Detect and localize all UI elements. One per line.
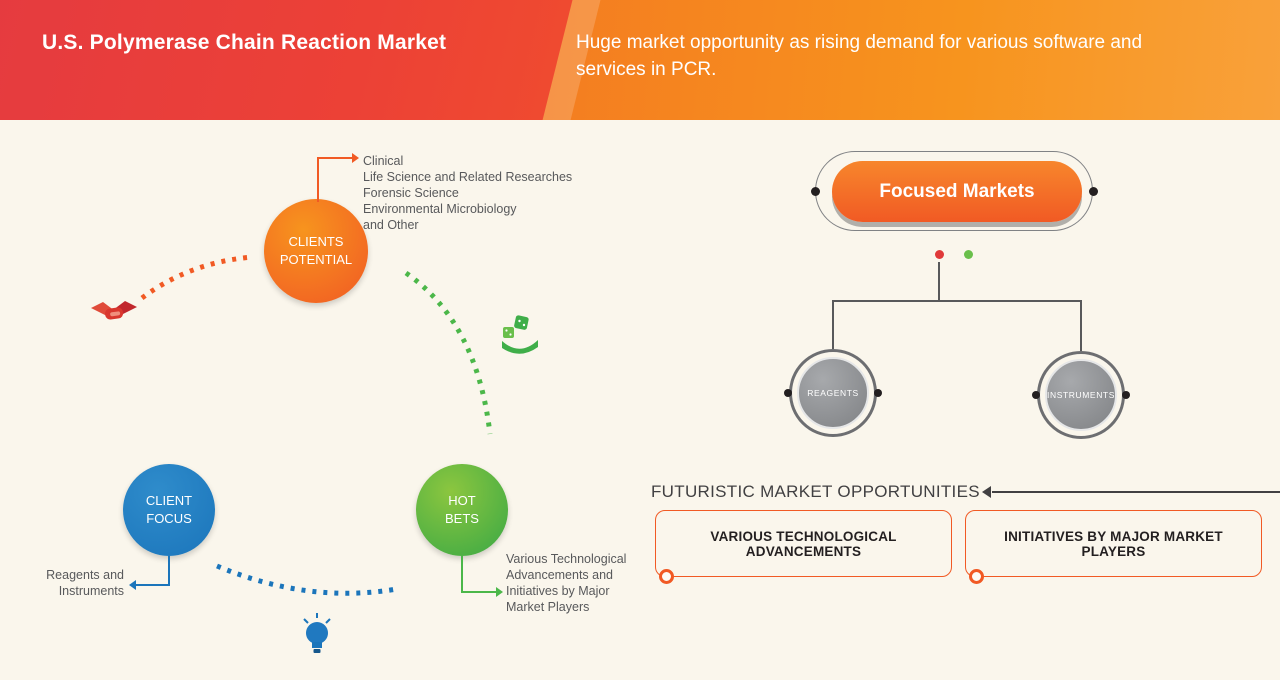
page-title: U.S. Polymerase Chain Reaction Market — [42, 31, 447, 54]
list-item: Environmental Microbiology — [363, 202, 517, 216]
tree-right-drop-line — [1080, 300, 1082, 351]
outline-dot-left — [811, 187, 820, 196]
reagents-circle: REAGENTS — [797, 357, 869, 429]
client-focus-note: Reagents and Instruments — [46, 568, 124, 598]
clients-connector-horizontal — [317, 157, 353, 159]
reagents-node: REAGENTS — [784, 349, 882, 437]
opportunities-heading: FUTURISTIC MARKET OPPORTUNITIES — [651, 482, 980, 501]
bets-connector-arrow — [496, 587, 503, 597]
node-dot-right — [1122, 391, 1130, 399]
client-focus-circle: CLIENT FOCUS — [123, 464, 215, 556]
list-item: and Other — [363, 218, 419, 232]
node-dot-right — [874, 389, 882, 397]
opportunity-box-1-label: VARIOUS TECHNOLOGICAL ADVANCEMENTS — [710, 528, 897, 559]
opportunity-box-1: VARIOUS TECHNOLOGICAL ADVANCEMENTS — [655, 510, 952, 577]
list-item: Life Science and Related Researches — [363, 170, 573, 184]
focus-connector-vertical — [168, 556, 170, 586]
arc-green — [404, 270, 493, 435]
header-banner: U.S. Polymerase Chain Reaction Market Hu… — [0, 0, 1280, 120]
opportunity-box-2-ring — [969, 569, 984, 584]
arc-blue — [216, 563, 398, 596]
instruments-circle: INSTRUMENTS — [1045, 359, 1117, 431]
hot-bets-circle: HOT BETS — [416, 464, 508, 556]
clients-potential-circle: CLIENTS POTENTIAL — [264, 199, 368, 303]
tree-stem-line — [938, 262, 940, 300]
page-subtitle: Huge market opportunity as rising demand… — [576, 32, 1143, 80]
node-dot-left — [784, 389, 792, 397]
dice-in-hand-icon — [500, 315, 540, 362]
instruments-node: INSTRUMENTS — [1032, 351, 1130, 439]
branch-dot-green — [964, 250, 973, 259]
bets-connector-vertical — [461, 556, 463, 593]
hot-bets-note: Various Technological Advancements and I… — [506, 552, 627, 614]
bets-connector-horizontal — [461, 591, 497, 593]
tree-cross-line — [832, 300, 1081, 302]
outline-dot-right — [1089, 187, 1098, 196]
client-focus-label: CLIENT FOCUS — [145, 493, 193, 526]
arc-orange — [140, 254, 254, 301]
opportunity-box-2: INITIATIVES BY MAJOR MARKET PLAYERS — [965, 510, 1262, 577]
list-item: Clinical — [363, 154, 404, 168]
handshake-icon — [90, 297, 138, 336]
focus-connector-arrow — [129, 580, 136, 590]
branch-dot-red — [935, 250, 944, 259]
tree-left-drop-line — [832, 300, 834, 349]
clients-potential-label: CLIENTS POTENTIAL — [279, 234, 353, 267]
hot-bets-label: HOT BETS — [445, 493, 479, 526]
opportunity-box-1-ring — [659, 569, 674, 584]
clients-connector-arrow — [352, 153, 359, 163]
clients-potential-list: Clinical Life Science and Related Resear… — [363, 153, 572, 233]
node-dot-left — [1032, 391, 1040, 399]
opportunities-arrow-line — [992, 491, 1280, 493]
lightbulb-icon — [299, 612, 335, 669]
focused-markets-label: Focused Markets — [879, 180, 1035, 202]
header-red-panel — [0, 0, 576, 120]
clients-connector-vertical — [317, 157, 319, 202]
list-item: Forensic Science — [363, 186, 459, 200]
focus-connector-horizontal — [136, 584, 170, 586]
opportunities-arrowhead — [982, 486, 991, 498]
instruments-label: INSTRUMENTS — [1047, 390, 1115, 400]
reagents-label: REAGENTS — [807, 388, 859, 398]
focused-markets-pill: Focused Markets — [832, 161, 1082, 222]
opportunity-box-2-label: INITIATIVES BY MAJOR MARKET PLAYERS — [1004, 528, 1223, 559]
